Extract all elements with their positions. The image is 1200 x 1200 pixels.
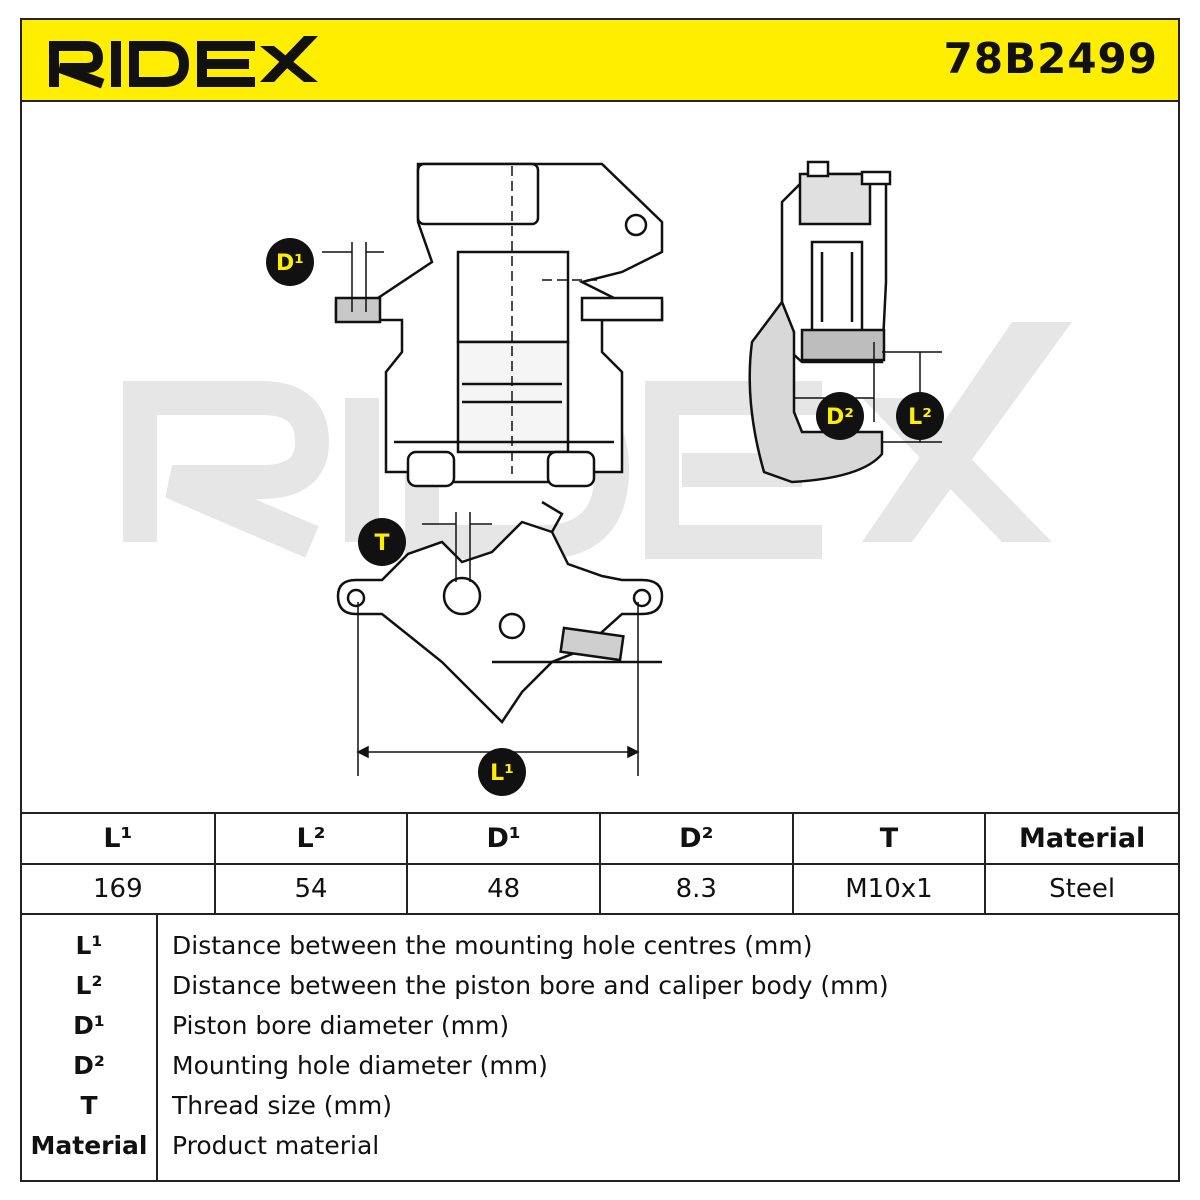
spec-header-t: T [792, 814, 987, 865]
svg-text:T: T [374, 531, 389, 556]
legend-desc: Mounting hole diameter (mm) [172, 1051, 548, 1080]
spec-table: L¹ L² D¹ D² T Material 169 54 48 8.3 M10… [22, 814, 1178, 915]
svg-text:D¹: D¹ [276, 251, 304, 276]
caliper-side-view [748, 160, 892, 484]
spec-value-d1: 48 [407, 864, 601, 915]
spec-table-header-row: L¹ L² D¹ D² T Material [22, 814, 1178, 865]
front-view-centerlines [511, 166, 602, 474]
legend-desc: Distance between the piston bore and cal… [172, 971, 889, 1000]
svg-text:L²: L² [908, 405, 932, 430]
badge-d1: D¹ [266, 238, 314, 286]
legend-row: D¹ Piston bore diameter (mm) [22, 1006, 1178, 1046]
legend-key: Material [30, 1131, 148, 1160]
svg-text:L¹: L¹ [490, 761, 514, 786]
svg-text:D²: D² [826, 405, 854, 430]
header-bar: 78B2499 [22, 20, 1178, 102]
spec-value-material: Steel [985, 864, 1178, 915]
legend-key: L² [75, 971, 103, 1000]
legend-row: Material Product material [22, 1126, 1178, 1166]
legend-row: T Thread size (mm) [22, 1086, 1178, 1126]
caliper-front-view [334, 162, 664, 488]
spec-header-d1: D¹ [407, 814, 601, 865]
badge-l2: L² [896, 392, 944, 440]
legend-key: D² [73, 1051, 105, 1080]
l1-dimension [356, 602, 640, 776]
page-frame: 78B2499 [20, 18, 1180, 1182]
part-number: 78B2499 [943, 34, 1158, 83]
legend-desc: Piston bore diameter (mm) [172, 1011, 510, 1040]
spec-value-l2: 54 [214, 864, 409, 915]
d1-dimension [322, 242, 384, 312]
caliper-drawing: D¹ D² L² T L¹ [123, 160, 1072, 796]
legend-desc: Product material [172, 1131, 380, 1160]
spec-header-l2: L² [214, 814, 409, 865]
legend: L¹ Distance between the mounting hole ce… [22, 914, 1178, 1180]
badge-d2: D² [816, 392, 864, 440]
legend-desc: Thread size (mm) [172, 1091, 392, 1120]
legend-key: D¹ [73, 1011, 105, 1040]
spec-value-l1: 169 [22, 864, 216, 915]
spec-value-t: M10x1 [792, 864, 987, 915]
spec-table-value-row: 169 54 48 8.3 M10x1 Steel [22, 864, 1178, 915]
spec-value-d2: 8.3 [599, 864, 794, 915]
badge-l1: L¹ [478, 748, 526, 796]
spec-header-material: Material [985, 814, 1178, 865]
legend-row: L¹ Distance between the mounting hole ce… [22, 926, 1178, 966]
legend-key: T [80, 1091, 98, 1120]
legend-desc: Distance between the mounting hole centr… [172, 931, 813, 960]
caliper-top-view [336, 500, 664, 724]
spec-header-d2: D² [599, 814, 794, 865]
ridex-logo [49, 36, 318, 89]
legend-divider [156, 914, 158, 1180]
t-dimension [422, 512, 492, 582]
ridex-watermark-x [862, 322, 1072, 542]
spec-header-l1: L¹ [22, 814, 216, 865]
technical-drawing: D¹ D² L² T L¹ [22, 102, 1178, 814]
legend-row: L² Distance between the piston bore and … [22, 966, 1178, 1006]
legend-key: L¹ [75, 931, 103, 960]
badge-t: T [358, 518, 406, 566]
legend-row: D² Mounting hole diameter (mm) [22, 1046, 1178, 1086]
